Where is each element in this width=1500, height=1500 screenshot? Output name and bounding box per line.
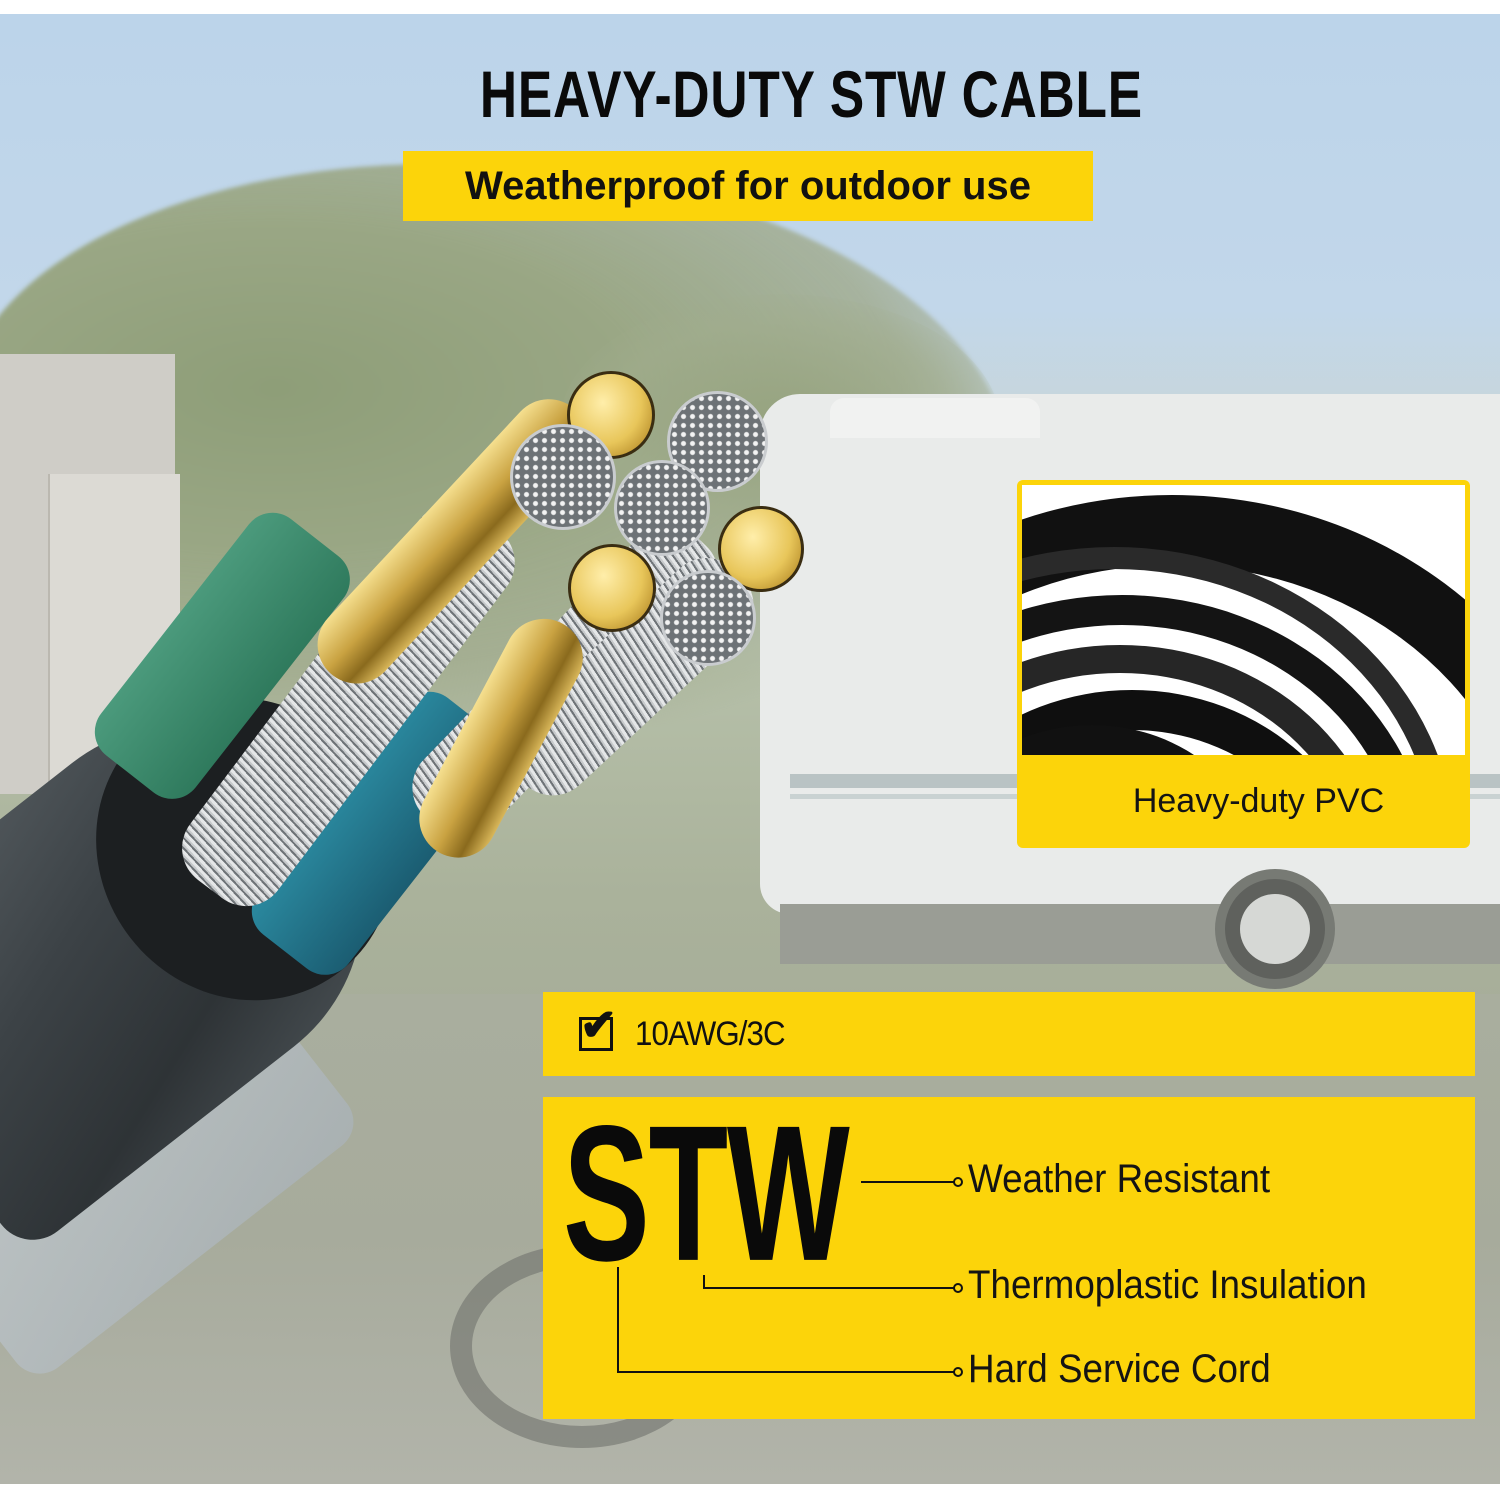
feature-weather-resistant: Weather Resistant (968, 1157, 1271, 1201)
stw-acronym: STW (563, 1085, 850, 1302)
stw-explainer-panel: STW Weather Resistant Thermoplastic Insu… (543, 1097, 1475, 1419)
background-rv-wheel-hub (1240, 894, 1310, 964)
stranded-conductor-end (510, 424, 616, 530)
spec-bar: ✔ 10AWG/3C (543, 992, 1475, 1076)
connector-line-t (703, 1287, 955, 1289)
connector-line-s (617, 1371, 955, 1373)
connector-line-s-vertical (617, 1267, 619, 1373)
background-rv-roof (830, 398, 1040, 438)
spec-gauge-label: 10AWG/3C (635, 1014, 786, 1053)
subtitle-banner: Weatherproof for outdoor use (403, 151, 1093, 221)
stranded-conductor-end (614, 460, 710, 556)
connector-line-w (861, 1181, 955, 1183)
gold-conductor-end (568, 544, 656, 632)
gold-conductor-end (718, 506, 804, 592)
stranded-conductor-end (667, 391, 768, 492)
feature-hard-service-cord: Hard Service Cord (968, 1347, 1271, 1391)
stranded-conductor-end (660, 570, 756, 666)
banner-title: HEAVY-DUTY STW CABLE (479, 57, 1143, 131)
checkmark-icon: ✔ (580, 1001, 617, 1050)
connector-line-t-vertical (703, 1275, 705, 1289)
connector-dot-icon (953, 1283, 963, 1293)
subtitle-text: Weatherproof for outdoor use (465, 163, 1031, 208)
background-rv-underside (780, 904, 1500, 964)
connector-dot-icon (953, 1367, 963, 1377)
pvc-inset-card: Heavy-duty PVC (1017, 480, 1470, 848)
cable-illustration (0, 14, 1500, 1484)
connector-dot-icon (953, 1177, 963, 1187)
pvc-label: Heavy-duty PVC (1132, 782, 1385, 820)
feature-thermoplastic-insulation: Thermoplastic Insulation (968, 1263, 1367, 1307)
checked-box-icon: ✔ (579, 1004, 617, 1051)
background-rv-wheel (1215, 869, 1335, 989)
coiled-cable-photo (1022, 485, 1465, 755)
product-banner: HEAVY-DUTY STW CABLE Weatherproof for ou… (0, 14, 1500, 1484)
